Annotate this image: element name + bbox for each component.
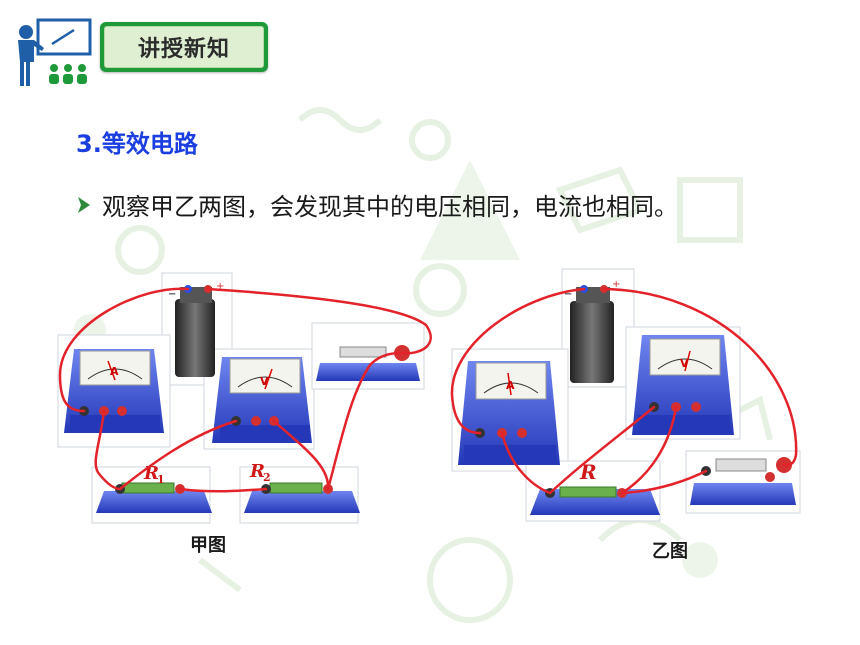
wires-right bbox=[450, 287, 798, 495]
arrow-right-icon bbox=[78, 196, 90, 213]
switch-left bbox=[316, 345, 420, 381]
resistor-r1: R 1 bbox=[96, 463, 212, 513]
wires-left bbox=[58, 287, 432, 493]
r-label: R bbox=[579, 460, 597, 484]
voltmeter-left-label: V bbox=[260, 375, 269, 388]
section-badge-label: 讲授新知 bbox=[104, 26, 264, 68]
svg-text:−: − bbox=[564, 289, 572, 300]
voltmeter-left: V bbox=[212, 357, 312, 443]
svg-text:−: − bbox=[168, 289, 176, 300]
r1-subscript: 1 bbox=[157, 473, 165, 486]
section-badge: 讲授新知 bbox=[100, 22, 268, 72]
ammeter-right: A bbox=[458, 361, 560, 465]
section-heading: 3.等效电路 bbox=[76, 130, 198, 158]
voltmeter-right-label: V bbox=[680, 357, 689, 370]
voltmeter-right: V bbox=[632, 335, 734, 435]
svg-text:+: + bbox=[216, 281, 224, 292]
r2-subscript: 2 bbox=[263, 471, 271, 484]
resistor-r2: R 2 bbox=[244, 461, 360, 513]
caption-left: 甲图 bbox=[190, 535, 226, 556]
bullet-text: 观察甲乙两图，会发现其中的电压相同，电流也相同。 bbox=[102, 193, 678, 221]
figure-right: − + A V bbox=[450, 268, 801, 562]
bullet-point: 观察甲乙两图，会发现其中的电压相同，电流也相同。 bbox=[76, 187, 678, 222]
teacher-presentation-icon bbox=[18, 18, 92, 86]
battery-left: − + bbox=[168, 281, 224, 377]
ammeter-right-label: A bbox=[506, 379, 515, 392]
r2-label: R bbox=[249, 461, 265, 482]
battery-right: − + bbox=[564, 279, 620, 383]
circuit-diagrams: − + A V bbox=[57, 268, 801, 562]
ammeter-left-label: A bbox=[110, 365, 119, 378]
figure-left: − + A V bbox=[57, 272, 432, 556]
ammeter-left: A bbox=[64, 349, 164, 433]
caption-right: 乙图 bbox=[652, 541, 688, 562]
svg-text:+: + bbox=[612, 279, 620, 290]
